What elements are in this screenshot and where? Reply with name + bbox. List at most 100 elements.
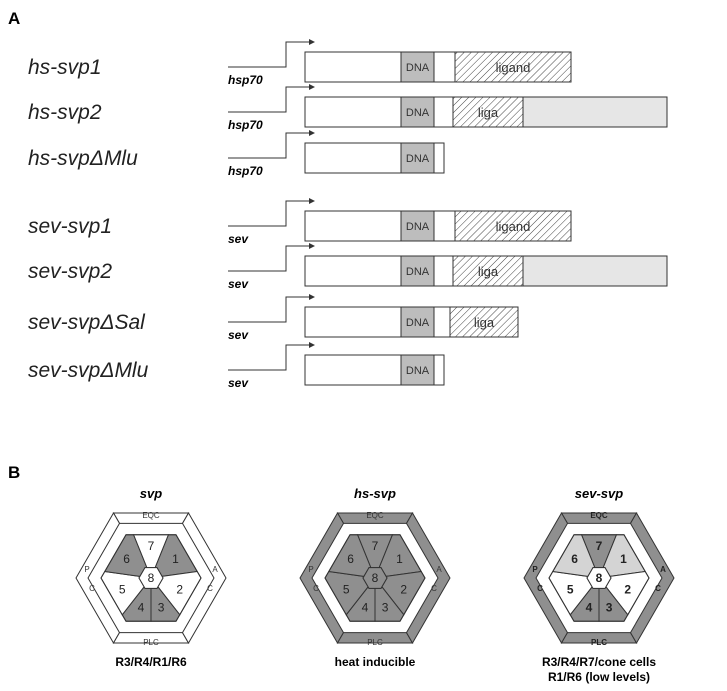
- cell-number: 8: [148, 571, 155, 585]
- promoter-label: hsp70: [228, 73, 263, 87]
- construct-name: sev-svpΔSal: [28, 311, 146, 334]
- protein-box: [304, 142, 445, 174]
- arrowhead-icon: [309, 39, 315, 45]
- promoter-label: sev: [228, 277, 249, 291]
- cell-number: 1: [396, 552, 403, 566]
- cell-number: 7: [148, 539, 155, 553]
- construct-row: hs-svp1 hsp70 DNA ligand: [28, 39, 572, 87]
- dna-domain-label: DNA: [406, 266, 430, 278]
- cell-number: 3: [382, 600, 389, 614]
- arrowhead-icon: [309, 84, 315, 90]
- cluster-outline: [100, 534, 202, 622]
- promoter-arrow: [228, 344, 313, 371]
- segment-right: [181, 511, 227, 645]
- arrowhead-icon: [309, 342, 315, 348]
- cluster-outline: [548, 534, 650, 622]
- construct-row: sev-svpΔMlu sev DNA: [28, 342, 445, 390]
- promoter-arrow: [228, 132, 313, 159]
- cluster-outline: [324, 534, 426, 622]
- ommatidium-title: sev-svp: [575, 486, 623, 501]
- dna-domain: [400, 51, 435, 83]
- dna-domain-label: DNA: [406, 221, 430, 233]
- photoreceptor-cell-r8: [138, 567, 164, 589]
- construct-name: sev-svp2: [28, 260, 112, 283]
- ligand-domain-label: liga: [474, 315, 495, 330]
- dna-domain: [400, 306, 435, 338]
- ligand-domain-label: ligand: [496, 219, 531, 234]
- dna-domain-label: DNA: [406, 62, 430, 74]
- cell-number: 7: [596, 539, 603, 553]
- cell-number: 6: [571, 552, 578, 566]
- dna-domain: [400, 96, 435, 128]
- segment-label-left-p: P: [84, 565, 89, 574]
- construct-name: hs-svpΔMlu: [28, 147, 138, 170]
- segment-label-bottom: PLC: [367, 638, 383, 647]
- construct-row: sev-svp2 sev DNA liga: [28, 243, 668, 291]
- protein-box: [304, 354, 445, 386]
- cell-number: 1: [172, 552, 179, 566]
- cell-number: 4: [362, 600, 369, 614]
- cell-number: 8: [596, 571, 603, 585]
- ligand-domain: [449, 306, 519, 338]
- cell-number: 3: [606, 600, 613, 614]
- promoter-label: sev: [228, 328, 249, 342]
- segment-label-top: EQC: [142, 511, 160, 520]
- segment-label-left-c: C: [89, 584, 95, 593]
- c-terminal-region: [522, 255, 668, 287]
- ligand-domain-label: ligand: [496, 60, 531, 75]
- dna-domain: [400, 210, 435, 242]
- construct-name: hs-svp2: [28, 101, 102, 124]
- ommatidium-caption: heat inducible: [335, 655, 416, 669]
- segment-label-right-a: A: [212, 565, 218, 574]
- cell-number: 7: [372, 539, 379, 553]
- dna-domain-label: DNA: [406, 365, 430, 377]
- arrowhead-icon: [309, 198, 315, 204]
- segment-label-bottom: PLC: [591, 638, 607, 647]
- cell-number: 1: [620, 552, 627, 566]
- segment-label-bottom: PLC: [143, 638, 159, 647]
- cell-number: 2: [624, 583, 631, 597]
- dna-domain-label: DNA: [406, 317, 430, 329]
- arrowhead-icon: [309, 130, 315, 136]
- construct-row: sev-svpΔSal sev DNA liga: [28, 294, 519, 342]
- ommatidium-caption: R3/R4/R1/R6: [115, 655, 187, 669]
- construct-name: sev-svpΔMlu: [28, 359, 149, 382]
- cell-number: 5: [119, 583, 126, 597]
- dna-domain-label: DNA: [406, 107, 430, 119]
- ligand-domain-label: liga: [478, 105, 499, 120]
- ligand-domain: [452, 255, 524, 287]
- ommatidium-title: svp: [140, 486, 162, 501]
- segment-label-left-c: C: [537, 584, 543, 593]
- ligand-domain-label: liga: [478, 264, 499, 279]
- ommatidium-title: hs-svp: [354, 486, 396, 501]
- promoter-arrow: [228, 296, 313, 323]
- segment-label-top: EQC: [366, 511, 384, 520]
- promoter-arrow: [228, 200, 313, 227]
- segment-label-top: EQC: [590, 511, 608, 520]
- ommatidium-caption: R3/R4/R7/cone cells: [542, 655, 656, 669]
- segment-label-left-p: P: [308, 565, 313, 574]
- promoter-label: sev: [228, 376, 249, 390]
- dna-domain: [400, 142, 435, 174]
- segment-label-right-c: C: [655, 584, 661, 593]
- segment-label-right-c: C: [431, 584, 437, 593]
- ligand-domain: [454, 210, 572, 242]
- segment-right: [629, 511, 675, 645]
- cell-number: 4: [586, 600, 593, 614]
- segment-right: [405, 511, 451, 645]
- cell-number: 6: [123, 552, 130, 566]
- cell-number: 2: [400, 583, 407, 597]
- ligand-domain: [452, 96, 524, 128]
- construct-name: hs-svp1: [28, 56, 102, 79]
- promoter-arrow: [228, 86, 313, 113]
- dna-domain: [400, 255, 435, 287]
- photoreceptor-cell-r8: [586, 567, 612, 589]
- cell-number: 6: [347, 552, 354, 566]
